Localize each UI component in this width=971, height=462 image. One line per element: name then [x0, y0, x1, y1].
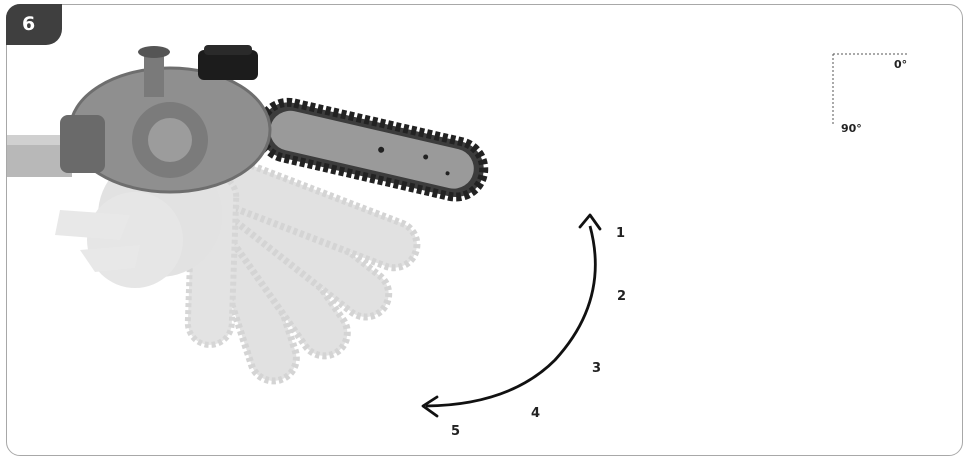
figure-number-badge: 6: [6, 4, 62, 45]
position-label-3: 3: [592, 361, 602, 376]
angle-label-0: 0°: [894, 58, 908, 71]
curved-double-arrow: [421, 213, 602, 418]
position-label-4: 4: [531, 406, 541, 421]
chainsaw-head-illustration: [7, 45, 489, 202]
bar-positions-overlay: [55, 153, 421, 385]
position-label-5: 5: [451, 424, 461, 439]
position-label-1: 1: [616, 226, 626, 241]
angle-label-90: 90°: [841, 122, 862, 135]
angle-indicator: [832, 53, 908, 126]
position-label-2: 2: [617, 289, 627, 304]
